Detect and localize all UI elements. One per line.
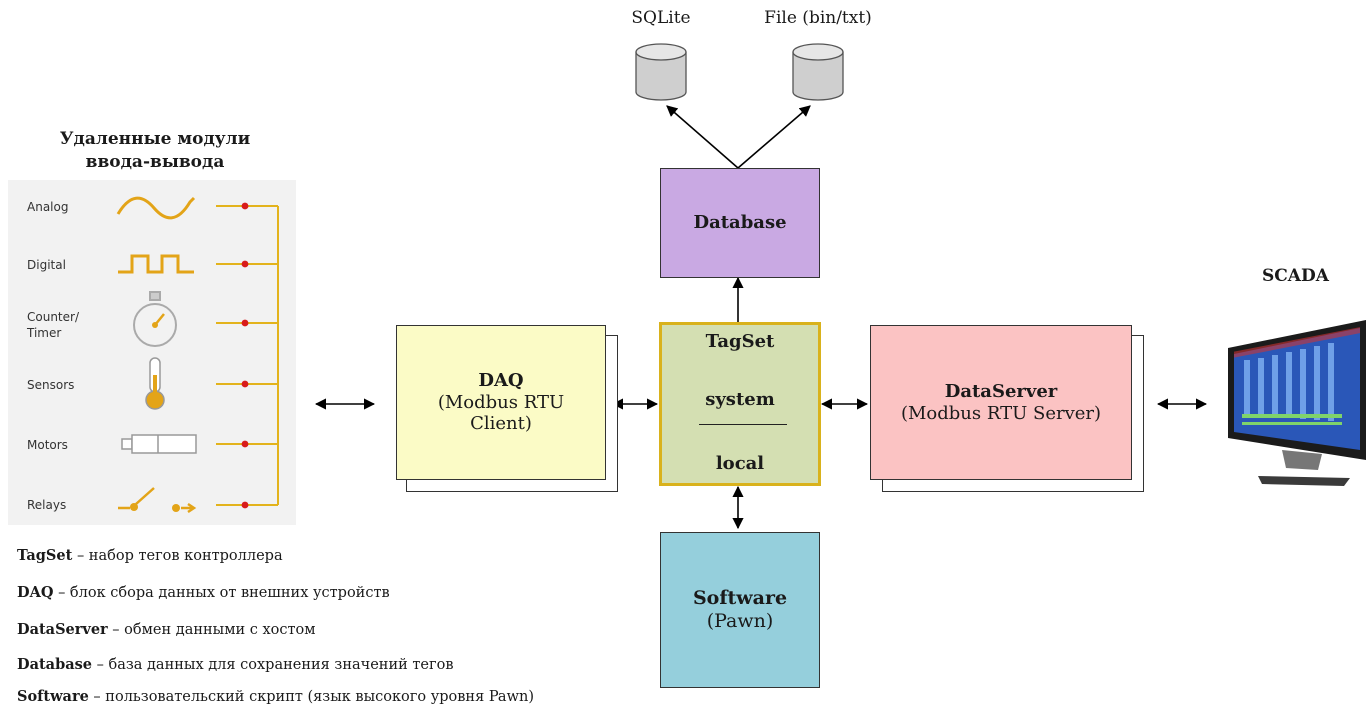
dataserver-box: DataServer (Modbus RTU Server): [870, 325, 1132, 480]
io-label-digital: Digital: [27, 258, 66, 272]
square-wave-icon: [118, 254, 194, 274]
legend-software: Software – пользовательский скрипт (язык…: [17, 688, 534, 705]
database-label: Database: [693, 212, 787, 234]
legend-tagset: TagSet – набор тегов контроллера: [17, 547, 283, 564]
io-label-timer: Timer: [27, 326, 62, 340]
legend-daq-term: DAQ: [17, 584, 54, 601]
sine-wave-icon: [116, 196, 196, 220]
remote-io-title-line1: Удаленные модули: [59, 129, 251, 149]
legend-database-term: Database: [17, 656, 92, 673]
legend-dataserver-desc: – обмен данными с хостом: [107, 622, 316, 638]
tagset-box: TagSet system local: [659, 322, 821, 486]
file-label: File (bin/txt): [764, 8, 872, 28]
database-box: Database: [660, 168, 820, 278]
tagset-title: TagSet: [705, 331, 775, 352]
tagset-local: local: [715, 453, 765, 474]
scada-monitor-icon: [1228, 320, 1366, 486]
motor-icon: [121, 434, 197, 454]
arrow-database-sqlite: [666, 105, 739, 169]
tagset-system: system: [705, 389, 775, 410]
io-label-sensors: Sensors: [27, 378, 75, 392]
software-subtitle: (Pawn): [706, 610, 774, 632]
file-cylinder-icon: [792, 43, 844, 101]
arrow-database-file: [737, 105, 811, 169]
legend-tagset-desc: – набор тегов контроллера: [72, 548, 283, 564]
legend-daq: DAQ – блок сбора данных от внешних устро…: [17, 584, 390, 601]
thermometer-icon: [145, 357, 165, 410]
legend-database: Database – база данных для сохранения зн…: [17, 656, 454, 673]
remote-io-panel: Analog Digital Counter/ Timer Sensors Mo…: [8, 180, 296, 525]
remote-io-title: Удаленные модули ввода-вывода: [20, 128, 290, 174]
scada-label: SCADA: [1262, 266, 1329, 286]
daq-line2: (Modbus RTU: [437, 391, 565, 413]
dataserver-subtitle: (Modbus RTU Server): [900, 402, 1102, 424]
legend-dataserver-term: DataServer: [17, 621, 108, 638]
software-box: Software (Pawn): [660, 532, 820, 688]
io-label-relays: Relays: [27, 498, 67, 512]
io-label-analog: Analog: [27, 200, 69, 214]
sqlite-cylinder-icon: [635, 43, 687, 101]
relay-icon: [118, 487, 197, 514]
remote-io-title-line2: ввода-вывода: [85, 151, 225, 172]
legend-software-desc: – пользовательский скрипт (язык высокого…: [88, 689, 534, 705]
legend-tagset-term: TagSet: [17, 547, 73, 564]
tagset-divider: [699, 424, 787, 425]
daq-title: DAQ: [478, 370, 524, 392]
dataserver-title: DataServer: [944, 380, 1058, 402]
software-title: Software: [692, 587, 788, 610]
sqlite-label: SQLite: [631, 8, 691, 28]
stopwatch-icon: [133, 291, 177, 347]
io-symbols: [116, 196, 279, 514]
io-label-motors: Motors: [27, 438, 68, 452]
daq-box: DAQ (Modbus RTU Client): [396, 325, 606, 480]
legend-dataserver: DataServer – обмен данными с хостом: [17, 621, 316, 638]
legend-daq-desc: – блок сбора данных от внешних устройств: [53, 585, 390, 601]
io-label-counter: Counter/: [27, 310, 79, 324]
daq-line3: Client): [470, 413, 532, 435]
legend-database-desc: – база данных для сохранения значений те…: [92, 657, 454, 673]
legend-software-term: Software: [17, 688, 89, 705]
